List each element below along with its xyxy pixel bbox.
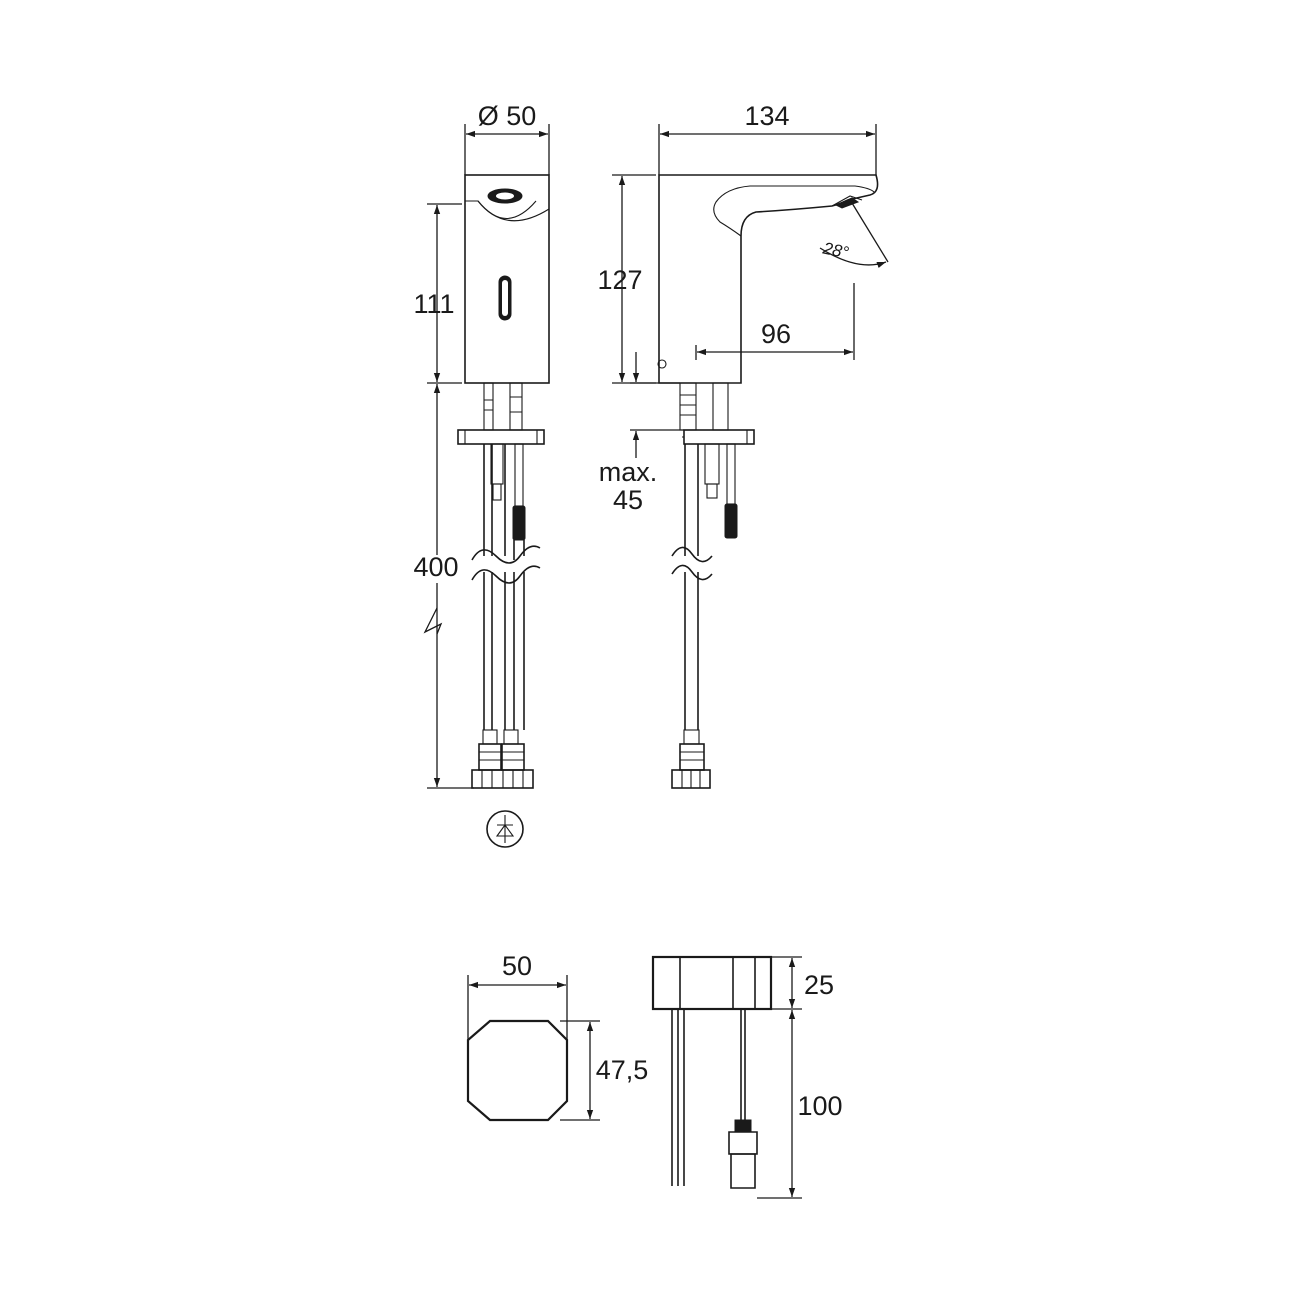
- side-view: 134 127 28° 96: [597, 101, 889, 789]
- dim-cable-100: 100: [757, 1010, 843, 1199]
- angle-label: 28°: [820, 238, 850, 262]
- dim-angle-28: 28°: [819, 202, 889, 268]
- dim-reach-96: 96: [695, 283, 855, 360]
- dim-box-depth-47-5: 47,5: [560, 1020, 649, 1121]
- hose-length-label-400: 400: [413, 552, 458, 582]
- dim-max-45: max. 45: [599, 352, 684, 515]
- height-label-111: 111: [413, 289, 454, 319]
- dim-diameter: Ø 50: [464, 101, 550, 175]
- front-view: Ø 50 111: [413, 101, 550, 848]
- control-box-top-view: 50 47,5: [466, 951, 649, 1122]
- cable-length-label: 100: [797, 1091, 842, 1121]
- dim-width-134: 134: [658, 101, 877, 175]
- box-height-label: 25: [804, 970, 834, 1000]
- diameter-label: Ø 50: [478, 101, 537, 131]
- max-value-label: 45: [613, 485, 643, 515]
- box-depth-label: 47,5: [596, 1055, 649, 1085]
- dim-box-width-50: 50: [467, 951, 568, 1040]
- connection-hardware-side: [671, 382, 755, 789]
- faucet-body-side: [657, 174, 879, 384]
- dim-height-111: 111: [413, 203, 462, 384]
- dim-hose-400: 400: [413, 384, 474, 789]
- box-width-label: 50: [502, 951, 532, 981]
- max-label: max.: [599, 457, 658, 487]
- dim-height-127: 127: [597, 174, 656, 384]
- control-box-side-view: 25 100: [651, 955, 843, 1199]
- height-label-127: 127: [597, 265, 642, 295]
- faucet-body-front: [464, 174, 550, 384]
- check-valve-icon: [486, 810, 524, 848]
- dim-box-height-25: 25: [771, 956, 834, 1010]
- connection-hardware-front: [457, 382, 545, 789]
- reach-label-96: 96: [761, 319, 791, 349]
- width-label-134: 134: [744, 101, 789, 131]
